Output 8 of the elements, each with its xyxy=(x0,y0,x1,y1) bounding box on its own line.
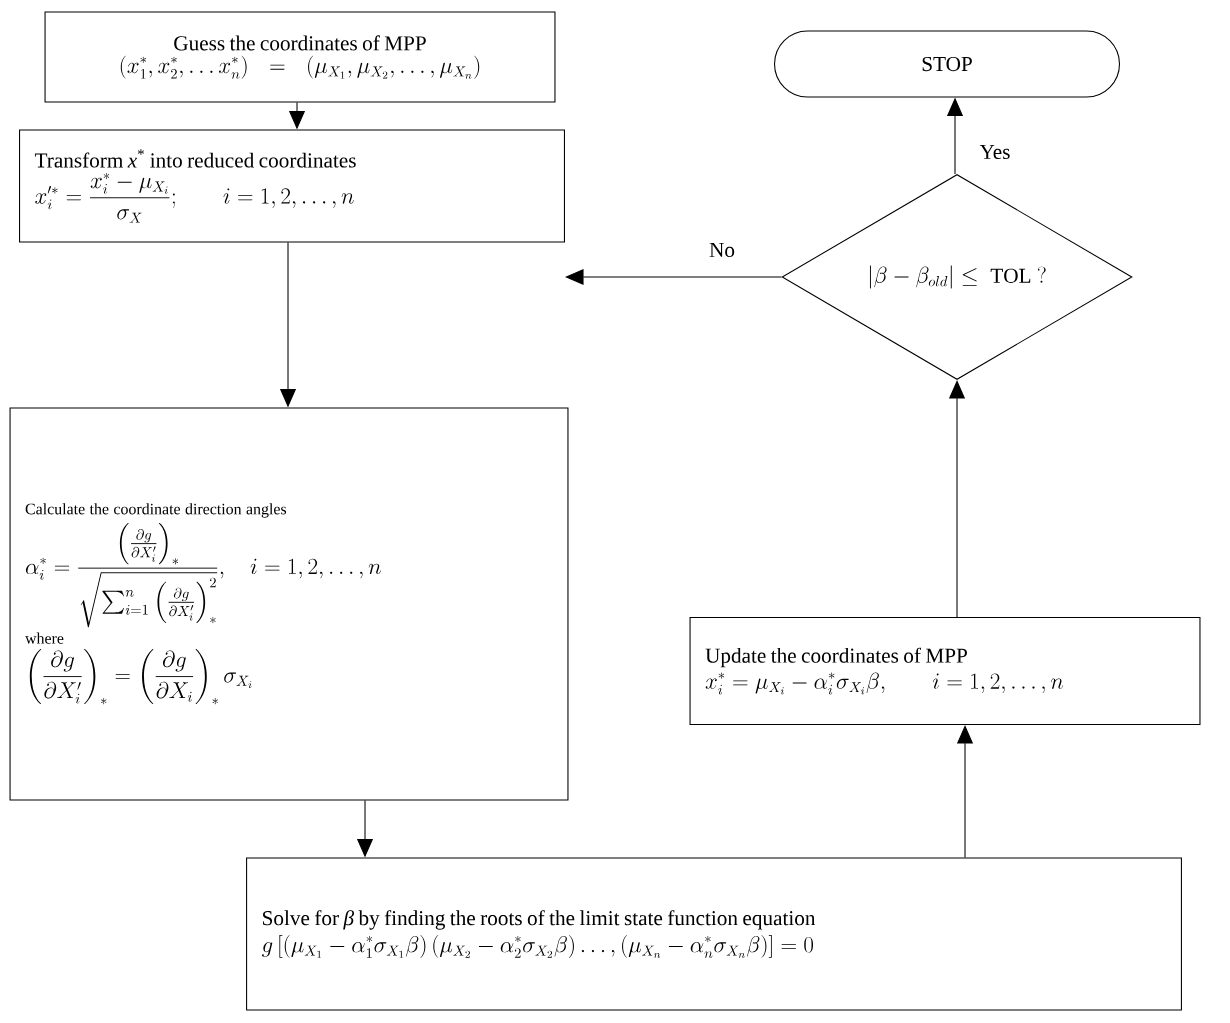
process-box: Guess the coordinates of MPP $(x_1^{*}, x_2^{*}, \ldots x_n^{*}) = (\mu_{X_1}, \mu_{X_2}, \ldots, \mu_{X_n})$ xyxy=(44,11,556,103)
process-box: Calculate the coordinate direction angles $\alpha_i^{*} = \frac{\left(\frac{\partial g}{\partial X_i'}\right)_{*}}{\sqrt{\sum_{i=1}^{n}\left(\frac{\partial g}{\partial X_i'}\right)_{*}^{2}}}, \quad i=1,2,\ldots,n$ where $\left(\frac{\partial g}{\partial X_i'}\right)_{*} = \left(\frac{\partial g}{\partial X_i}\right)_{*} \sigma_{X_i}$ xyxy=(9,407,569,801)
process-box: Transform x$^{*}$ into reduced coordinates $x_i'^{*} = \frac{x_i^{*} - \mu_{X_i}}{\sigma_X}; \qquad i = 1,2,\ldots,n$ xyxy=(19,129,565,243)
edge-label: Yes xyxy=(978,143,1012,161)
terminal-box: STOP xyxy=(774,30,1120,98)
edge-label: No xyxy=(707,241,737,259)
process-box: Update the coordinates of MPP $x_i^{*} = \mu_{X_i} - \alpha_i^{*}\sigma_{X_i}\beta, \qquad i = 1,2,\ldots,n$ xyxy=(689,616,1201,726)
process-box: Solve for β by finding the roots of the limit state function equation $g\left[\left(\mu_{X_1} - \alpha_1^{*}\sigma_{X_1}\beta\right)\left(\mu_{X_2} - \alpha_2^{*}\sigma_{X_2}\beta\right)\ldots,\left(\mu_{X_n} - \alpha_n^{*}\sigma_{X_n}\beta\right)\right] = 0$ xyxy=(246,857,1182,1011)
